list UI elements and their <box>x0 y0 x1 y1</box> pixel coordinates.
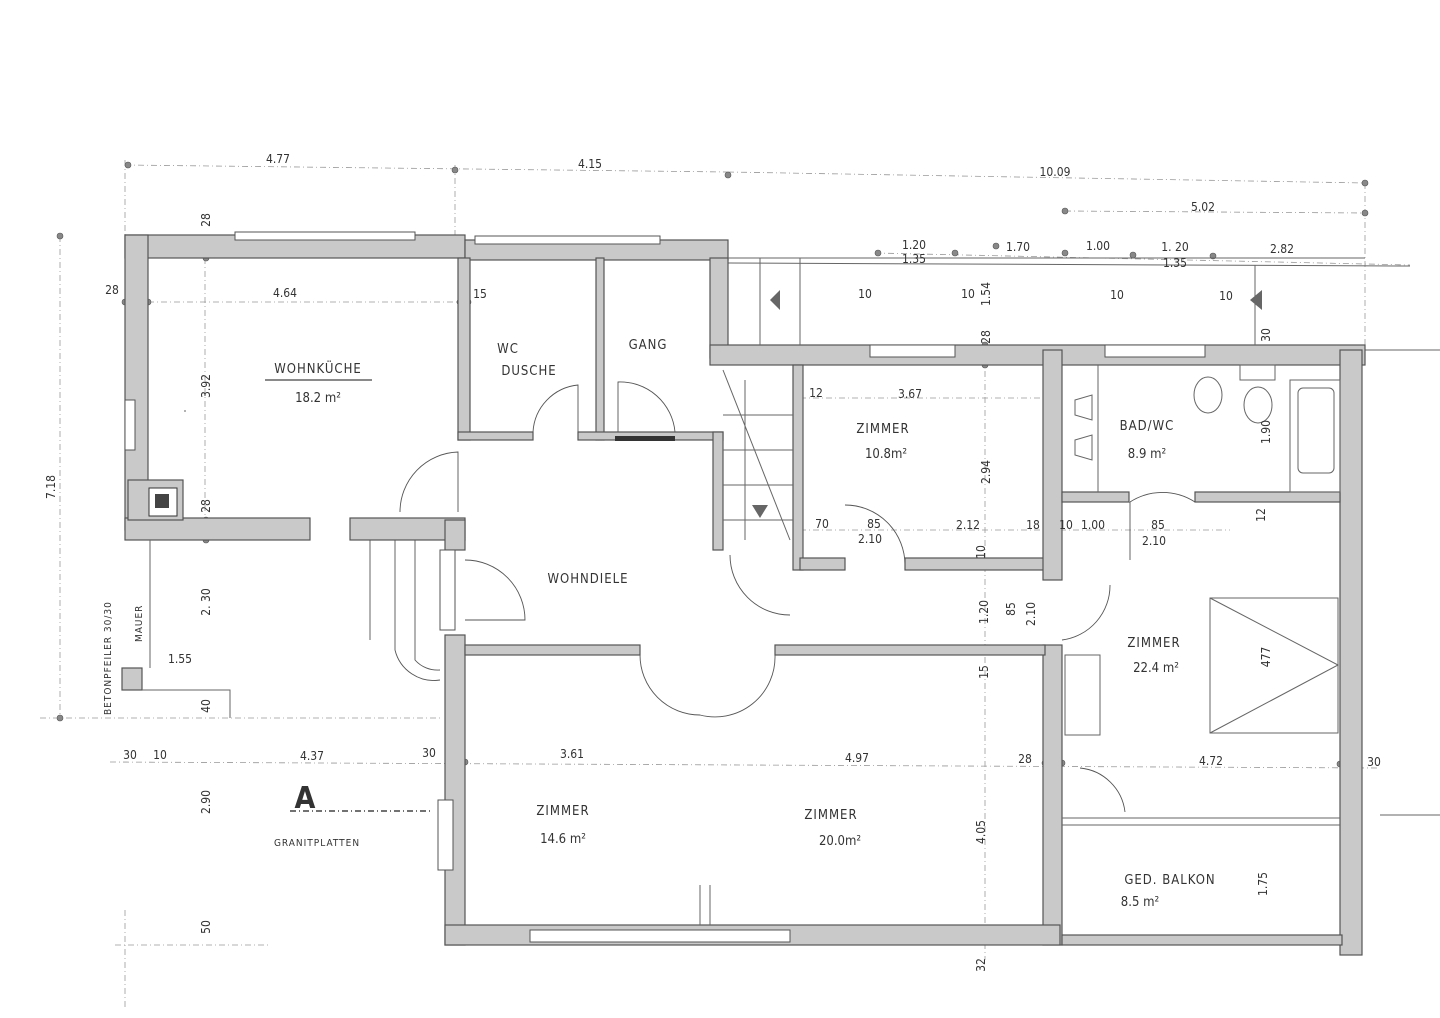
room-labels: WOHNKÜCHE 18.2 m² WC DUSCHE GANG ZIMMER … <box>103 338 1215 910</box>
room-area-zimmer-left: 14.6 m² <box>540 832 586 847</box>
dimension-label: 477 <box>1259 647 1273 668</box>
dimension-label: 12 <box>809 386 823 400</box>
betonpfeiler-label: BETONPFEILER 30/30 <box>103 601 114 715</box>
room-name-zimmer-right: ZIMMER <box>1127 636 1180 651</box>
dimension-label: 50 <box>199 920 213 934</box>
room-name-dusche: DUSCHE <box>501 364 556 379</box>
dimension-label: 1.35 <box>1163 256 1187 270</box>
dimension-label: 4.37 <box>300 749 324 763</box>
dimension-label: 3.67 <box>898 387 922 401</box>
dimension-label: 4.05 <box>974 820 988 844</box>
room-name-bad: BAD/WC <box>1120 419 1175 434</box>
dimension-label: 28 <box>105 283 119 297</box>
dimension-label: 18 <box>1026 518 1040 532</box>
dimension-label: 1.90 <box>1259 420 1273 444</box>
dimension-label: 2.10 <box>1024 602 1038 626</box>
windows <box>124 231 1206 943</box>
dimension-label: 1. 20 <box>1161 240 1189 254</box>
doors <box>369 381 1340 925</box>
room-area-balkon: 8.5 m² <box>1121 895 1159 910</box>
dimension-label: 1.00 <box>1081 518 1105 532</box>
dimension-label: 70 <box>815 517 829 531</box>
dimension-label: 28 <box>199 213 213 227</box>
dimension-label: 85 <box>867 517 881 531</box>
dimension-label: 85 <box>1151 518 1165 532</box>
dimension-label: 3.61 <box>560 747 584 761</box>
bathroom-fixtures <box>142 364 1341 736</box>
dimension-label: 1.55 <box>168 652 192 666</box>
dimension-label: 2.90 <box>199 790 213 814</box>
room-name-wohndiele: WOHNDIELE <box>547 572 628 587</box>
walls <box>121 234 1366 956</box>
dimension-label: 15 <box>977 665 991 679</box>
dimension-label: 1.20 <box>977 600 991 624</box>
dimension-label: 2.10 <box>1142 534 1166 548</box>
room-area-wohnkueche: 18.2 m² <box>295 391 341 406</box>
dimension-label: 5.02 <box>1191 200 1215 214</box>
dimension-label: 30 <box>1367 755 1381 769</box>
dimension-label: 4.97 <box>845 751 869 765</box>
dimension-label: 2.94 <box>979 460 993 484</box>
room-name-wohnkueche: WOHNKÜCHE <box>274 360 362 377</box>
dimension-label: 30 <box>422 746 436 760</box>
dimension-label: 12 <box>1254 508 1268 522</box>
dimension-label: 10 <box>974 545 988 559</box>
dimension-label: 10 <box>153 748 167 762</box>
room-name-wc: WC <box>497 342 519 357</box>
dimension-label: 15 <box>473 287 487 301</box>
dimension-label: 4.15 <box>578 157 602 171</box>
dimension-label: 4.72 <box>1199 754 1223 768</box>
dimension-label: 28 <box>199 499 213 513</box>
dimension-label: 85 <box>1004 602 1018 616</box>
dimension-label: 4.64 <box>273 286 297 300</box>
dimension-label: 2. 30 <box>199 588 213 616</box>
dimension-label: 7.18 <box>44 475 58 499</box>
dimension-label: 10.09 <box>1040 165 1071 179</box>
dimension-lines <box>40 160 1440 1010</box>
dimension-label: 1.54 <box>979 282 993 306</box>
dimension-label: 1.20 <box>902 238 926 252</box>
room-area-zimmer-right: 22.4 m² <box>1133 661 1179 676</box>
room-name-zimmer-left: ZIMMER <box>536 804 589 819</box>
dimension-label: 1.35 <box>902 252 926 266</box>
dimension-label: 10 <box>1110 288 1124 302</box>
dimension-label: 2.10 <box>858 532 882 546</box>
dimension-label: 1.00 <box>1086 239 1110 253</box>
dimension-label: 30 <box>123 748 137 762</box>
room-area-bad: 8.9 m² <box>1128 447 1166 462</box>
granitplatten-label: GRANITPLATTEN <box>274 838 360 849</box>
room-area-zimmer-mid: 20.0m² <box>819 834 861 849</box>
stairs <box>722 257 1365 541</box>
dimension-label: 40 <box>199 699 213 713</box>
room-name-balkon: GED. BALKON <box>1124 873 1215 888</box>
dimension-label: 10 <box>1219 289 1233 303</box>
dimension-label: 1.70 <box>1006 240 1030 254</box>
mauer-label: MAUER <box>134 605 145 642</box>
room-name-zimmer-small: ZIMMER <box>856 422 909 437</box>
dimension-label: 10 <box>961 287 975 301</box>
room-area-zimmer-small: 10.8m² <box>865 447 907 462</box>
dimension-label: 28 <box>1018 752 1032 766</box>
dimension-label: 2.82 <box>1270 242 1294 256</box>
dimension-label: 32 <box>974 958 988 972</box>
dimension-label: 1.75 <box>1256 872 1270 896</box>
dimension-label: 2.12 <box>956 518 980 532</box>
dimension-label: 3.92 <box>199 374 213 398</box>
room-name-gang: GANG <box>629 338 668 353</box>
dimension-label: 10 <box>1059 518 1073 532</box>
room-name-zimmer-mid: ZIMMER <box>804 808 857 823</box>
dimension-label: 4.77 <box>266 152 290 166</box>
dimension-label: 10 <box>858 287 872 301</box>
dimension-label: 28 <box>979 330 993 344</box>
section-marker: A <box>295 781 316 816</box>
dimension-label: 30 <box>1259 328 1273 342</box>
